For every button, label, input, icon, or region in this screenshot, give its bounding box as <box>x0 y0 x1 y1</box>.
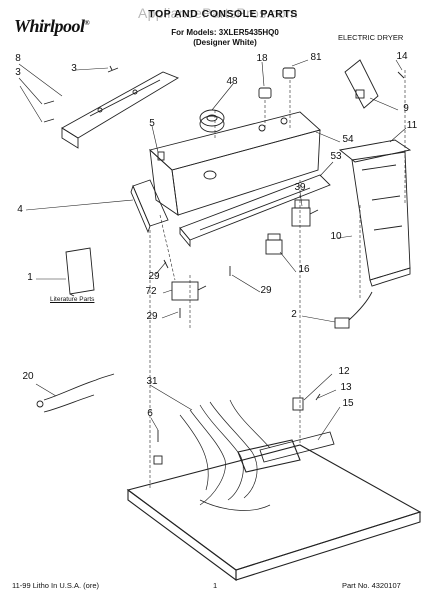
wire-harness-2 <box>334 291 373 329</box>
color-line: (Designer White) <box>193 38 257 47</box>
push-to-start-switch <box>171 281 207 301</box>
callout-3-top: 3 <box>71 63 77 74</box>
knob <box>199 109 225 133</box>
literature-parts-label: Literature Parts <box>50 296 95 303</box>
callout-31: 31 <box>146 376 158 387</box>
callout-9: 9 <box>403 103 409 114</box>
callout-29-b: 29 <box>260 285 272 296</box>
brand-name: Whirlpool <box>14 16 85 36</box>
callout-4: 4 <box>17 204 23 215</box>
dryer-top <box>126 439 422 582</box>
rear-bracket <box>61 71 180 149</box>
product-type: ELECTRIC DRYER <box>338 33 404 42</box>
back-guard <box>351 151 411 287</box>
callout-12: 12 <box>338 366 350 377</box>
callout-16: 15 <box>342 398 354 409</box>
callout-13: 13 <box>340 382 352 393</box>
callout-10: 10 <box>330 231 342 242</box>
part-number: Part No. 4320107 <box>342 581 401 590</box>
page-number: 1 <box>213 581 218 590</box>
literature-book <box>65 247 95 297</box>
callout-18: 18 <box>256 53 268 64</box>
callout-54: 54 <box>342 134 354 145</box>
callout-81: 81 <box>310 52 322 63</box>
wire-harness-20 <box>36 373 115 413</box>
callout-6: 6 <box>147 408 153 419</box>
callout-15: 16 <box>298 264 310 275</box>
registered-mark-icon: ® <box>84 19 90 27</box>
side-bracket <box>344 59 405 109</box>
callout-29-a: 29 <box>148 271 160 282</box>
callout-29-c: 29 <box>146 311 158 322</box>
callout-53: 53 <box>330 151 342 162</box>
callout-5: 5 <box>149 118 155 129</box>
callout-8: 8 <box>15 53 21 64</box>
callout-20: 20 <box>22 371 34 382</box>
callout-1: 1 <box>27 272 33 283</box>
console-panel <box>149 111 321 216</box>
page-title: TOP AND CONSOLE PARTS <box>148 8 298 20</box>
callout-11: 11 <box>406 120 418 131</box>
callout-72: 72 <box>145 286 157 297</box>
callout-3-left: 3 <box>15 67 21 78</box>
timer <box>291 199 319 227</box>
model-line: For Models: 3XLER5435HQ0 <box>171 28 279 37</box>
print-info: 11-99 Litho In U.S.A. (ore) <box>12 581 99 590</box>
watermark: AppliancePartsPros.com <box>138 5 298 21</box>
screws <box>43 65 119 123</box>
callout-14: 14 <box>396 51 408 62</box>
mounting-rail <box>179 174 331 248</box>
callout-48: 48 <box>226 76 238 87</box>
switch <box>265 233 283 255</box>
callout-39: 39 <box>294 182 306 193</box>
brand-logo: Whirlpool® <box>14 16 90 37</box>
end-cap <box>130 179 169 234</box>
callout-2: 2 <box>291 309 297 320</box>
wiring-bundle <box>179 399 271 511</box>
